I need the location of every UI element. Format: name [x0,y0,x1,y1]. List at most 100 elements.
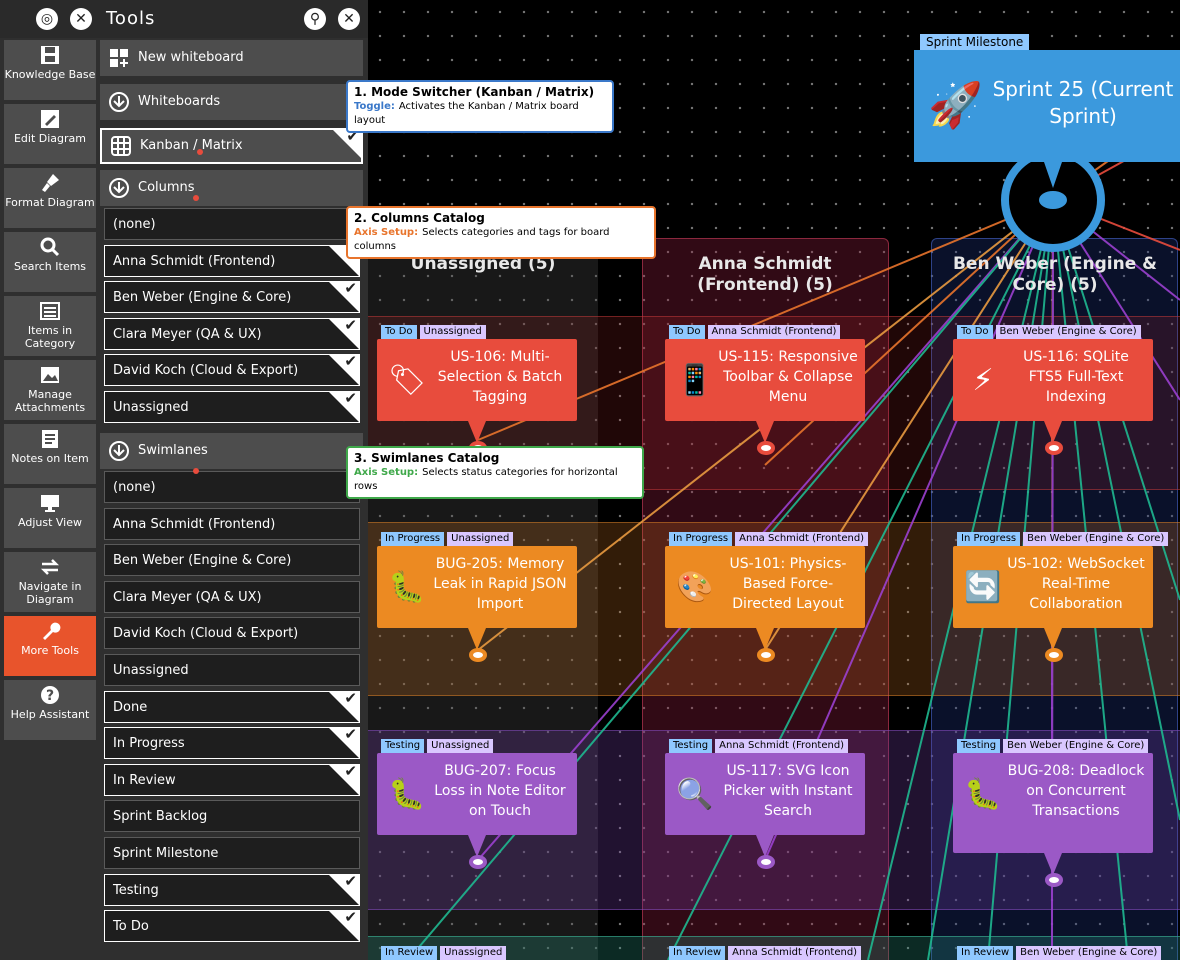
owner-tag: Unassigned [447,532,514,546]
kanban-matrix-toggle[interactable]: Kanban / Matrix ✔ [100,127,363,164]
item-card[interactable]: 🐛BUG-205: Memory Leak in Rapid JSON Impo… [377,546,577,628]
milestone-card[interactable]: 🚀 Sprint 25 (Current Sprint) [914,50,1180,162]
option-label: Ben Weber (Engine & Core) [113,553,292,569]
search-icon [40,237,60,257]
status-tag: In Progress [957,532,1021,546]
option-item[interactable]: David Koch (Cloud & Export)✔ [104,352,360,387]
nav-edit-diagram[interactable]: Edit Diagram [4,104,96,164]
connector-node[interactable] [757,441,775,455]
status-tag: Testing [381,739,425,753]
diagram-canvas[interactable]: Sprint Milestone 🚀 Sprint 25 (Current Sp… [368,0,1180,960]
item-card[interactable]: 🐛BUG-207: Focus Loss in Note Editor on T… [377,753,577,835]
option-item[interactable]: (none) [104,471,360,503]
option-item[interactable]: David Koch (Cloud & Export) [104,617,360,650]
option-label: Testing [113,882,159,898]
option-label: Clara Meyer (QA & UX) [113,589,262,605]
checked-corner [329,764,359,795]
option-item[interactable]: Sprint Backlog [104,800,360,833]
item-card[interactable]: 📱US-115: Responsive Toolbar & Collapse M… [665,339,865,421]
swimlanes-header[interactable]: Swimlanes [100,433,363,469]
close-icon[interactable]: ✕ [338,8,360,30]
pin-icon[interactable]: ⚲ [304,8,326,30]
option-item[interactable]: (none) [104,208,360,240]
bug-icon: 🐛 [388,570,426,605]
option-item[interactable]: Ben Weber (Engine & Core)✔ [104,279,360,314]
connector-node[interactable] [469,855,487,869]
status-tag: In Review [957,946,1014,960]
svg-text:?: ? [46,688,54,704]
nav-more-tools[interactable]: More Tools [4,616,96,676]
option-item[interactable]: In Progress✔ [104,725,360,760]
check-icon: ✔ [344,315,357,334]
option-item[interactable]: Sprint Milestone [104,837,360,869]
save-icon [41,46,59,64]
card-title: US-101: Physics-Based Force-Directed Lay… [729,556,847,612]
help-icon: ? [41,686,59,704]
item-card[interactable]: 🏷US-106: Multi-Selection & Batch Tagging [377,339,577,421]
owner-tag: Unassigned [419,325,486,339]
owner-tag: Ben Weber (Engine & Core) [1003,739,1149,753]
close-panel-icon[interactable]: ✕ [70,8,92,30]
card-pointer [1044,421,1062,443]
item-card[interactable]: 🔄US-102: WebSocket Real-Time Collaborati… [953,546,1153,628]
nav-format-diagram[interactable]: Format Diagram [4,168,96,228]
nav-notes-on-item[interactable]: Notes on Item [4,424,96,484]
nav-items-in-category[interactable]: Items in Category [4,296,96,356]
nav-manage-attachments[interactable]: Manage Attachments [4,360,96,420]
option-item[interactable]: Unassigned✔ [104,389,360,423]
owner-tag: Ben Weber (Engine & Core) [1016,946,1162,960]
option-item[interactable]: Ben Weber (Engine & Core) [104,544,360,577]
nav-help-assistant[interactable]: ? Help Assistant [4,680,96,740]
option-item[interactable]: Unassigned [104,654,360,686]
item-card[interactable]: 🐛BUG-208: Deadlock on Concurrent Transac… [953,753,1153,853]
callout-kind: Axis Setup: [354,467,419,478]
status-tag: To Do [381,325,417,339]
card-pointer [468,421,486,443]
connector-node[interactable] [1045,648,1063,662]
item-card[interactable]: 🎨 US-101: Physics-Based Force-Directed La… [665,546,865,628]
nav-label: Adjust View [18,516,82,529]
option-item[interactable]: Testing✔ [104,872,360,906]
checked-corner [329,392,359,422]
tools-title-bar: ◎ ✕ Tools ⚲ ✕ [0,0,368,38]
option-item[interactable]: Clara Meyer (QA & UX)✔ [104,315,360,350]
whiteboards-header[interactable]: Whiteboards [100,84,363,120]
palette-icon: 🎨 [676,570,714,605]
option-label: In Progress [113,736,185,752]
owner-tag: Anna Schmidt (Frontend) [735,532,869,546]
option-item[interactable]: In Review✔ [104,762,360,796]
anchor-dot [193,195,199,201]
connector-node[interactable] [757,648,775,662]
option-item[interactable]: Anna Schmidt (Frontend)✔ [104,243,360,277]
whiteboards-label: Whiteboards [138,94,221,109]
tools-sidebar: ◎ ✕ Tools ⚲ ✕ Knowledge Base Edit Diagra… [0,0,368,960]
connector-node[interactable] [1045,873,1063,887]
bug-icon: 🐛 [388,777,426,812]
new-whiteboard-button[interactable]: New whiteboard [100,40,363,76]
connector-node[interactable] [1045,441,1063,455]
nav-navigate-in-diagram[interactable]: Navigate in Diagram [4,552,96,612]
columns-header[interactable]: Columns [100,170,363,206]
connector-node[interactable] [757,855,775,869]
status-tag: In Review [381,946,438,960]
nav-adjust-view[interactable]: Adjust View [4,488,96,548]
sync-icon: 🔄 [964,570,1002,605]
option-item[interactable]: Anna Schmidt (Frontend) [104,507,360,540]
owner-tag: Anna Schmidt (Frontend) [707,325,841,339]
connector-node[interactable] [469,648,487,662]
option-item[interactable]: To Do✔ [104,908,360,943]
nav-knowledge-base[interactable]: Knowledge Base [4,40,96,100]
option-item[interactable]: Done✔ [104,689,360,723]
nav-search-items[interactable]: Search Items [4,232,96,292]
option-item[interactable]: Clara Meyer (QA & UX) [104,580,360,613]
item-card[interactable]: ⚡US-116: SQLite FTS5 Full-Text Indexing [953,339,1153,421]
target-icon[interactable]: ◎ [36,8,58,30]
callout-desc: Activates the Kanban / Matrix board layo… [354,101,579,126]
nav-label: Format Diagram [5,196,95,209]
card-pointer [756,835,774,857]
item-card[interactable]: 🔍US-117: SVG Icon Picker with Instant Se… [665,753,865,835]
